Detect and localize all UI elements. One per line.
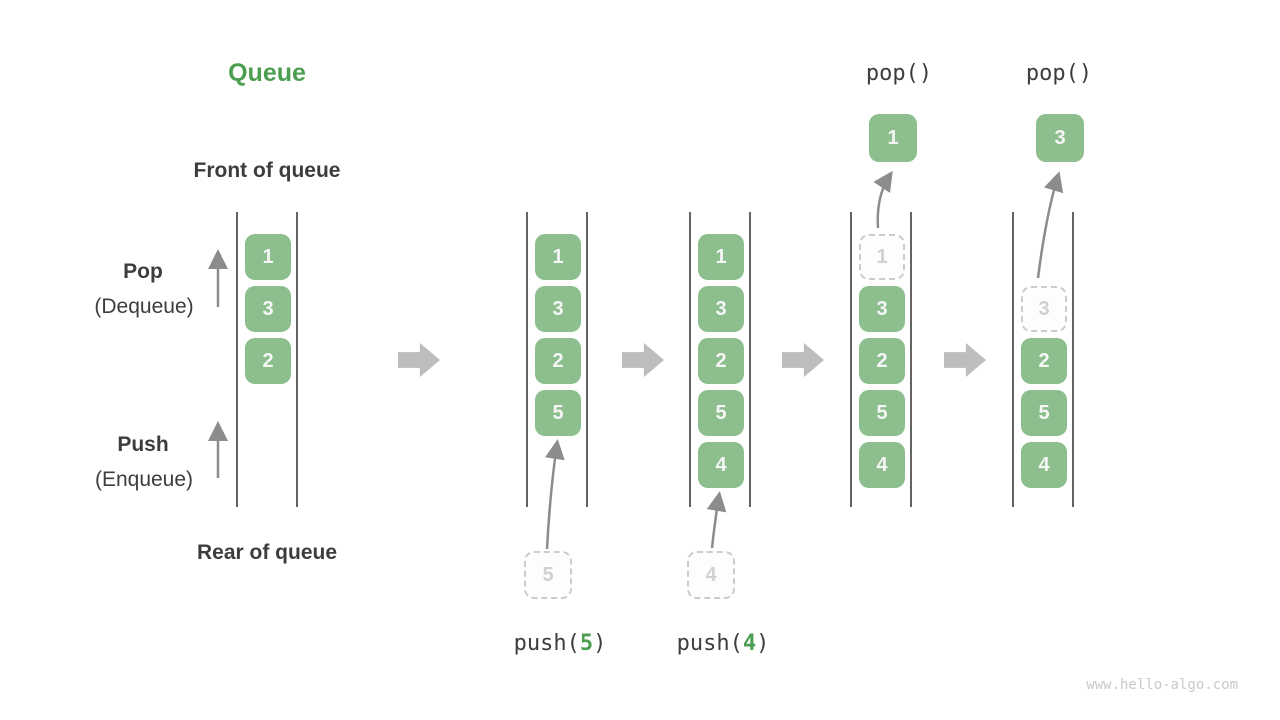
queue-slot: 5 (535, 390, 581, 436)
push-fn: push( (676, 631, 743, 656)
queue-slot-dashed: 3 (1021, 286, 1067, 332)
flow-arrow-icon (398, 343, 440, 377)
queue-slot: 1 (698, 234, 744, 280)
queue-slot: 5 (698, 390, 744, 436)
queue-state-after-push5: 1 3 2 5 (526, 212, 588, 507)
diagram-title: Queue (228, 59, 306, 87)
staged-push-box-4: 4 (687, 551, 735, 599)
queue-slot: 4 (1021, 442, 1067, 488)
queue-state-initial: 1 3 2 (236, 212, 298, 507)
queue-state-after-push4: 1 3 2 5 4 (689, 212, 751, 507)
queue-slot: 1 (245, 234, 291, 280)
queue-slot: 3 (698, 286, 744, 332)
front-of-queue-label: Front of queue (193, 159, 341, 182)
queue-slot: 5 (1021, 390, 1067, 436)
push-arg: 4 (742, 631, 757, 656)
queue-slot: 3 (859, 286, 905, 332)
staged-push-box-5: 5 (524, 551, 572, 599)
popped-box-1: 1 (869, 114, 917, 162)
queue-slot: 2 (859, 338, 905, 384)
pop-label: Pop (123, 260, 163, 283)
pop-call-label-1: pop() (865, 61, 933, 86)
flow-arrow-icon (944, 343, 986, 377)
queue-slot: 2 (698, 338, 744, 384)
queue-slot-dashed: 1 (859, 234, 905, 280)
push-fn: push( (513, 631, 580, 656)
push-label: Push (117, 433, 169, 456)
queue-slot: 2 (245, 338, 291, 384)
watermark: www.hello-algo.com (1086, 677, 1238, 693)
queue-slot: 3 (535, 286, 581, 332)
queue-slot: 4 (698, 442, 744, 488)
push-call-label-5: push(5) (514, 631, 607, 656)
queue-slot: 2 (1021, 338, 1067, 384)
rear-of-queue-label: Rear of queue (196, 541, 338, 564)
queue-state-after-pop3: 3 2 5 4 (1012, 212, 1074, 507)
push-close: ) (756, 631, 770, 656)
flow-arrow-icon (782, 343, 824, 377)
push-close: ) (593, 631, 607, 656)
queue-slot: 2 (535, 338, 581, 384)
queue-slot: 3 (245, 286, 291, 332)
queue-state-after-pop1: 1 3 2 5 4 (850, 212, 912, 507)
queue-slot: 5 (859, 390, 905, 436)
flow-arrow-icon (622, 343, 664, 377)
popped-box-3: 3 (1036, 114, 1084, 162)
queue-slot: 1 (535, 234, 581, 280)
push-arg: 5 (579, 631, 594, 656)
push-call-label-4: push(4) (677, 631, 770, 656)
queue-slot: 4 (859, 442, 905, 488)
dequeue-label: (Dequeue) (94, 295, 194, 318)
enqueue-label: (Enqueue) (94, 468, 194, 491)
pop-call-label-2: pop() (1025, 61, 1093, 86)
